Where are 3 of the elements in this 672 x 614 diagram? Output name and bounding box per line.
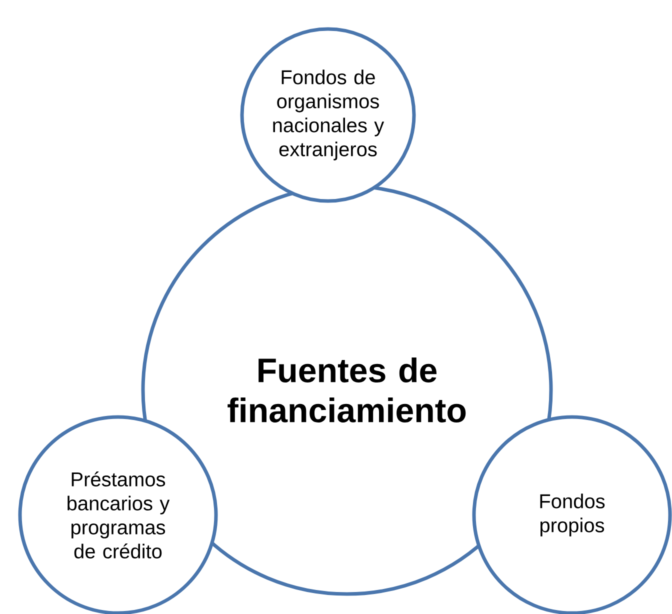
circle-node: Fondos de organismos nacionales y extranjeros	[240, 27, 416, 203]
circle-node: Fondos propios	[472, 415, 672, 614]
circle-node: Préstamos bancarios y programas de crédito	[18, 415, 218, 614]
